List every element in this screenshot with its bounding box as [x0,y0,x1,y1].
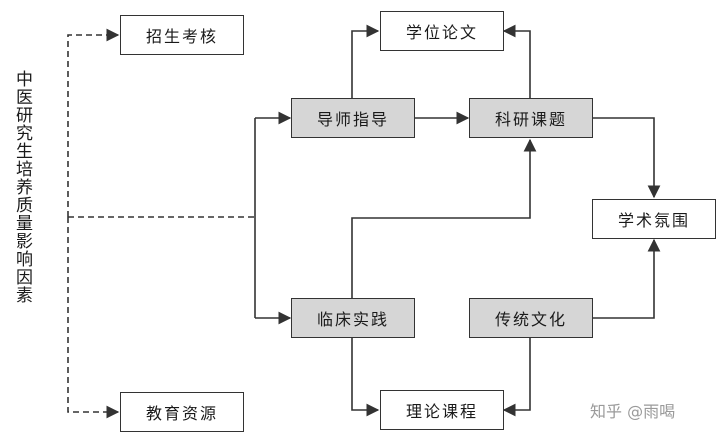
arrow-linchuang-to-lilun [351,338,380,417]
node-jiaoyu: 教育资源 [120,392,244,432]
arrow-keyan-to-xuewei [502,24,531,98]
dashed-connector-top [67,28,120,217]
arrow-linchuang-to-keyan [351,138,537,298]
node-xuewei: 学位论文 [380,11,504,51]
arrow-keyan-to-xueshu [592,117,661,199]
node-linchuang: 临床实践 [291,298,415,338]
node-xueshu: 学术氛围 [592,199,716,239]
dashed-connector-bottom [67,217,120,419]
node-lilun: 理论课程 [380,390,504,430]
arrow-chuantong-to-xueshu [592,238,661,319]
node-zhaosheng: 招生考核 [120,15,244,55]
node-keyan: 科研课题 [469,98,593,138]
node-chuantong: 传统文化 [469,298,593,338]
side-label: 中医研究生培养质量影响因素 [12,70,32,304]
arrow-chuantong-to-lilun [502,338,531,417]
watermark-text: 知乎 @雨喝 [590,402,676,421]
node-daoshi: 导师指导 [291,98,415,138]
arrow-daoshi-to-xuewei [351,24,380,98]
